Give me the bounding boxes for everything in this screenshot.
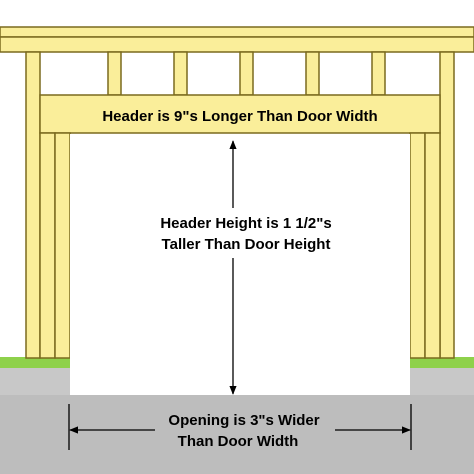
top-plate-lower xyxy=(0,36,474,53)
header-height-label-bg xyxy=(120,208,372,258)
wall-framing xyxy=(0,26,474,359)
top-plate-upper xyxy=(0,26,474,38)
cripple-stud xyxy=(239,51,254,96)
floor-left xyxy=(0,368,70,395)
floor-right xyxy=(410,368,474,395)
jack-stud-left-1 xyxy=(39,132,56,359)
grass-left xyxy=(0,357,70,368)
stud-left-outer xyxy=(25,51,41,359)
header-label: Header is 9"s Longer Than Door Width xyxy=(102,108,377,125)
header-height-label-line1: Header Height is 1 1/2"s xyxy=(160,215,331,232)
cripple-stud xyxy=(107,51,122,96)
cripple-stud xyxy=(305,51,320,96)
opening-label-bg xyxy=(155,408,335,452)
door-opening xyxy=(70,134,410,395)
opening-label-line1: Opening is 3"s Wider xyxy=(168,412,319,429)
stud-right-outer xyxy=(439,51,455,359)
grass-right xyxy=(410,357,474,368)
jack-stud-left-2 xyxy=(54,132,71,359)
jack-stud-right-2 xyxy=(424,132,441,359)
header xyxy=(39,94,441,134)
jack-stud-right-1 xyxy=(409,132,426,359)
cripple-stud xyxy=(173,51,188,96)
header-height-label-line2: Taller Than Door Height xyxy=(162,236,331,253)
cripple-stud xyxy=(371,51,386,96)
opening-label-line2: Than Door Width xyxy=(178,433,299,450)
